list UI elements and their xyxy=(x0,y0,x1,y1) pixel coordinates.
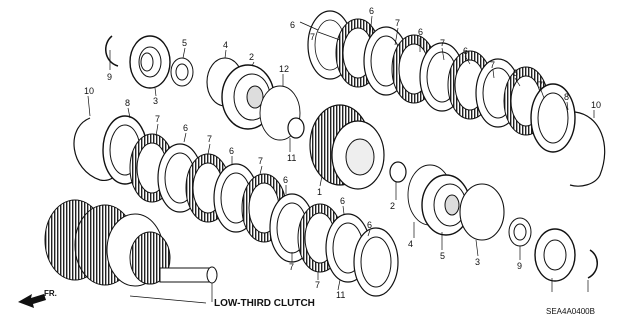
callout-5: 5 xyxy=(182,38,187,48)
shaft-gear-assembly xyxy=(44,199,218,287)
callout-10: 10 xyxy=(591,100,601,110)
callout-6: 6 xyxy=(290,20,295,30)
callout-7: 7 xyxy=(395,18,400,28)
callout-6: 6 xyxy=(367,220,372,230)
callout-11: 2 xyxy=(390,201,395,211)
callout-2: 2 xyxy=(249,52,254,62)
callout-7: 7 xyxy=(538,80,543,90)
callout-6: 6 xyxy=(283,175,288,185)
callout-4: 4 xyxy=(223,40,228,50)
diagram-code: SEA4A0400B xyxy=(546,307,595,316)
callout-2: 5 xyxy=(440,251,445,261)
callout-6: 6 xyxy=(463,46,468,56)
callout-7: 7 xyxy=(155,114,160,124)
front-direction-label: FR. xyxy=(44,289,57,298)
low-third-clutch-caption: LOW-THIRD CLUTCH xyxy=(214,298,315,309)
callout-6: 6 xyxy=(340,196,345,206)
callout-7: 7 xyxy=(310,32,315,42)
callout-9: 9 xyxy=(107,72,112,82)
callout-7: 7 xyxy=(258,156,263,166)
callout-1: 1 xyxy=(317,187,322,197)
callout-7: 7 xyxy=(440,38,445,48)
callout-8: 8 xyxy=(125,98,130,108)
callout-10: 10 xyxy=(84,86,94,96)
lower-clutch-plate-stack xyxy=(73,115,399,297)
callout-12: 12 xyxy=(279,64,289,74)
callout-3: 3 xyxy=(153,96,158,106)
callout-7: 7 xyxy=(207,134,212,144)
callout-6: 6 xyxy=(369,6,374,16)
leader-lines xyxy=(87,15,595,304)
callout-6: 6 xyxy=(418,27,423,37)
callout-7: 7 xyxy=(490,60,495,70)
upper-clutch-plate-stack xyxy=(307,10,606,187)
callout-7: 7 xyxy=(289,262,294,272)
callout-6: 6 xyxy=(513,68,518,78)
clutch-hub xyxy=(309,104,385,190)
callout-11: 11 xyxy=(287,153,296,163)
callout-6: 6 xyxy=(229,146,234,156)
lower-right-parts xyxy=(389,161,598,282)
callout-numbers: 6 7 6 7 6 7 6 7 6 7 8 10 9 3 5 4 2 12 11… xyxy=(84,6,601,300)
callout-7: 7 xyxy=(315,280,320,290)
callout-6: 6 xyxy=(183,123,188,133)
callout-5: 9 xyxy=(517,261,522,271)
callout-4: 3 xyxy=(475,257,480,267)
upper-left-parts xyxy=(105,35,305,141)
callout-7: 11 xyxy=(336,290,345,300)
callout-12: 4 xyxy=(408,239,413,249)
caption-group: LOW-THIRD CLUTCH SEA4A0400B FR. xyxy=(18,289,595,316)
front-arrow-icon xyxy=(18,294,46,308)
callout-8: 8 xyxy=(564,92,569,102)
